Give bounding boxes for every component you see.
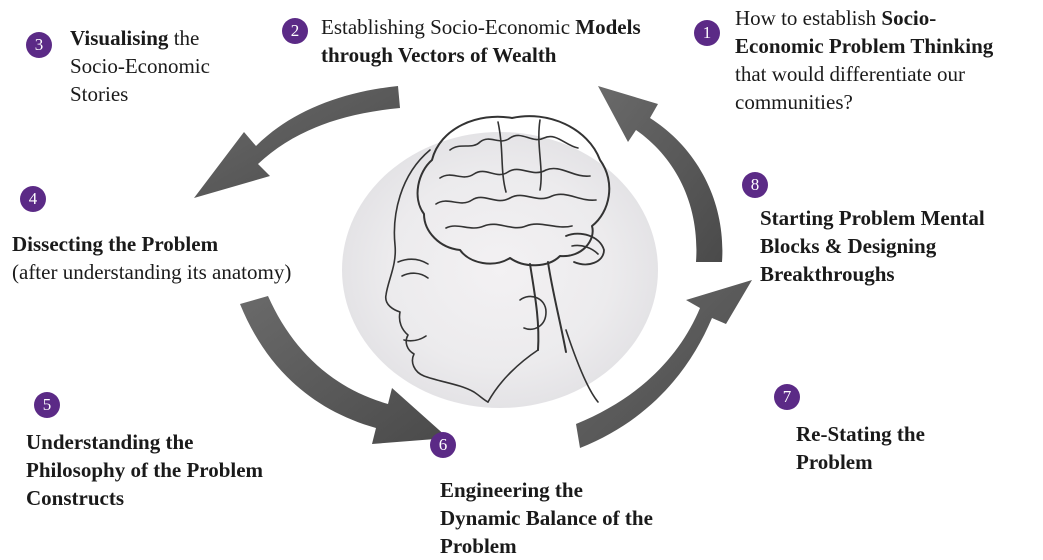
step-text-run: Breakthroughs bbox=[760, 262, 895, 286]
step-7-line: Re-Stating the bbox=[796, 420, 925, 448]
step-4-line: (after understanding its anatomy) bbox=[12, 258, 291, 286]
step-text-run: through Vectors of Wealth bbox=[321, 43, 557, 67]
step-text-run: Socio-Economic bbox=[70, 54, 210, 78]
head-background-circle bbox=[342, 132, 658, 408]
arrow-2-to-4 bbox=[194, 86, 400, 198]
step-6-line: Dynamic Balance of the bbox=[440, 504, 653, 532]
step-2-badge: 2 bbox=[282, 18, 308, 44]
step-text-run: Dynamic Balance of the bbox=[440, 506, 653, 530]
step-text-run: Stories bbox=[70, 82, 129, 106]
step-5-line: Philosophy of the Problem bbox=[26, 456, 263, 484]
step-text-run: Understanding the bbox=[26, 430, 194, 454]
arrow-8-to-1 bbox=[598, 86, 723, 262]
step-text-run: Problem bbox=[440, 534, 517, 558]
arrow-6-to-8 bbox=[576, 280, 752, 448]
step-1-line: that would differentiate our bbox=[735, 60, 993, 88]
step-text-run: Visualising bbox=[70, 26, 169, 50]
step-1-line: communities? bbox=[735, 88, 993, 116]
step-6-line: Engineering the bbox=[440, 476, 653, 504]
cycle-arrows bbox=[194, 86, 752, 448]
arrow-4-to-6 bbox=[240, 296, 448, 444]
step-text-run: the bbox=[168, 26, 200, 50]
step-text-run: (after understanding its anatomy) bbox=[12, 260, 292, 284]
step-7-line: Problem bbox=[796, 448, 925, 476]
step-text-run: Economic Problem Thinking bbox=[735, 34, 994, 58]
step-8-line: Breakthroughs bbox=[760, 260, 985, 288]
step-8-badge: 8 bbox=[742, 172, 768, 198]
step-text-run: Models bbox=[575, 15, 641, 39]
step-text-run: Philosophy of the Problem bbox=[26, 458, 264, 482]
step-1-line: Economic Problem Thinking bbox=[735, 32, 993, 60]
step-5-badge: 5 bbox=[34, 392, 60, 418]
step-6-badge: 6 bbox=[430, 432, 456, 458]
step-text-run: Re-Stating the bbox=[796, 422, 925, 446]
step-8-line: Starting Problem Mental bbox=[760, 204, 985, 232]
step-text-run: Engineering the bbox=[440, 478, 583, 502]
step-4-text: Dissecting the Problem (after understandi… bbox=[12, 230, 291, 286]
step-8-line: Blocks & Designing bbox=[760, 232, 985, 260]
step-3-line: Visualising the bbox=[70, 24, 210, 52]
step-2-line: through Vectors of Wealth bbox=[321, 41, 641, 69]
step-text-run: Blocks & Designing bbox=[760, 234, 937, 258]
step-7-badge: 7 bbox=[774, 384, 800, 410]
step-1-line: How to establish Socio- bbox=[735, 4, 993, 32]
step-5-line: Understanding the bbox=[26, 428, 263, 456]
step-text-run: that would differentiate our bbox=[735, 62, 965, 86]
step-1-badge: 1 bbox=[694, 20, 720, 46]
step-1-text: How to establish Socio-Economic Problem … bbox=[735, 4, 993, 116]
step-4-line: Dissecting the Problem bbox=[12, 230, 291, 258]
step-4-badge: 4 bbox=[20, 186, 46, 212]
step-text-run: communities? bbox=[735, 90, 853, 114]
step-text-run: How to establish bbox=[735, 6, 882, 30]
step-5-line: Constructs bbox=[26, 484, 263, 512]
step-6-line: Problem bbox=[440, 532, 653, 560]
step-text-run: Socio- bbox=[881, 6, 937, 30]
step-text-run: Constructs bbox=[26, 486, 124, 510]
head-brain-illustration bbox=[384, 115, 611, 403]
step-text-run: Dissecting the Problem bbox=[12, 232, 219, 256]
step-text-run: Starting Problem Mental bbox=[760, 206, 985, 230]
step-text-run: Establishing Socio-Economic bbox=[321, 15, 576, 39]
step-3-badge: 3 bbox=[26, 32, 52, 58]
step-3-line: Stories bbox=[70, 80, 210, 108]
step-2-line: Establishing Socio-Economic Models bbox=[321, 13, 641, 41]
step-text-run: Problem bbox=[796, 450, 873, 474]
step-3-line: Socio-Economic bbox=[70, 52, 210, 80]
